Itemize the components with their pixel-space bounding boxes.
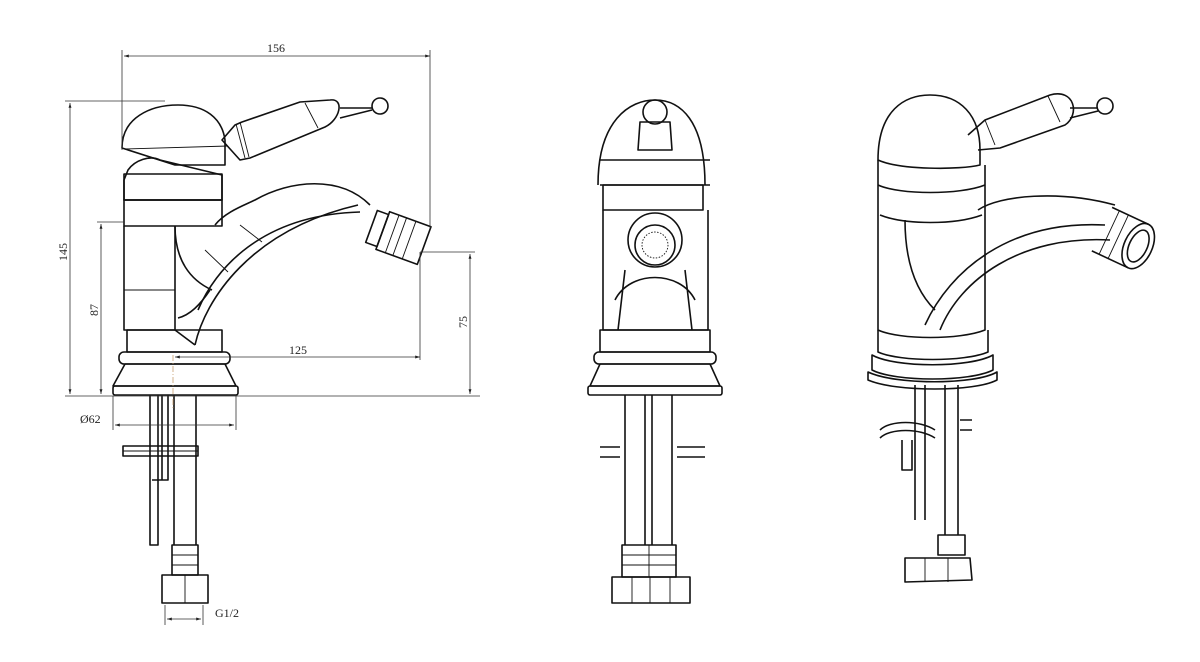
dim-overall-height: 145	[56, 243, 70, 261]
dim-connection: G1/2	[215, 606, 239, 620]
dim-overall-width: 156	[267, 41, 285, 55]
dim-spout-reach: 125	[289, 343, 307, 357]
side-view: 156 145 87 75 125 Ø62 G1/2	[56, 41, 480, 625]
perspective-view	[867, 93, 1156, 583]
front-view	[587, 99, 723, 604]
dim-body-height: 87	[87, 304, 101, 316]
dim-base-diameter: Ø62	[80, 412, 101, 426]
dim-spout-height: 75	[456, 316, 470, 328]
